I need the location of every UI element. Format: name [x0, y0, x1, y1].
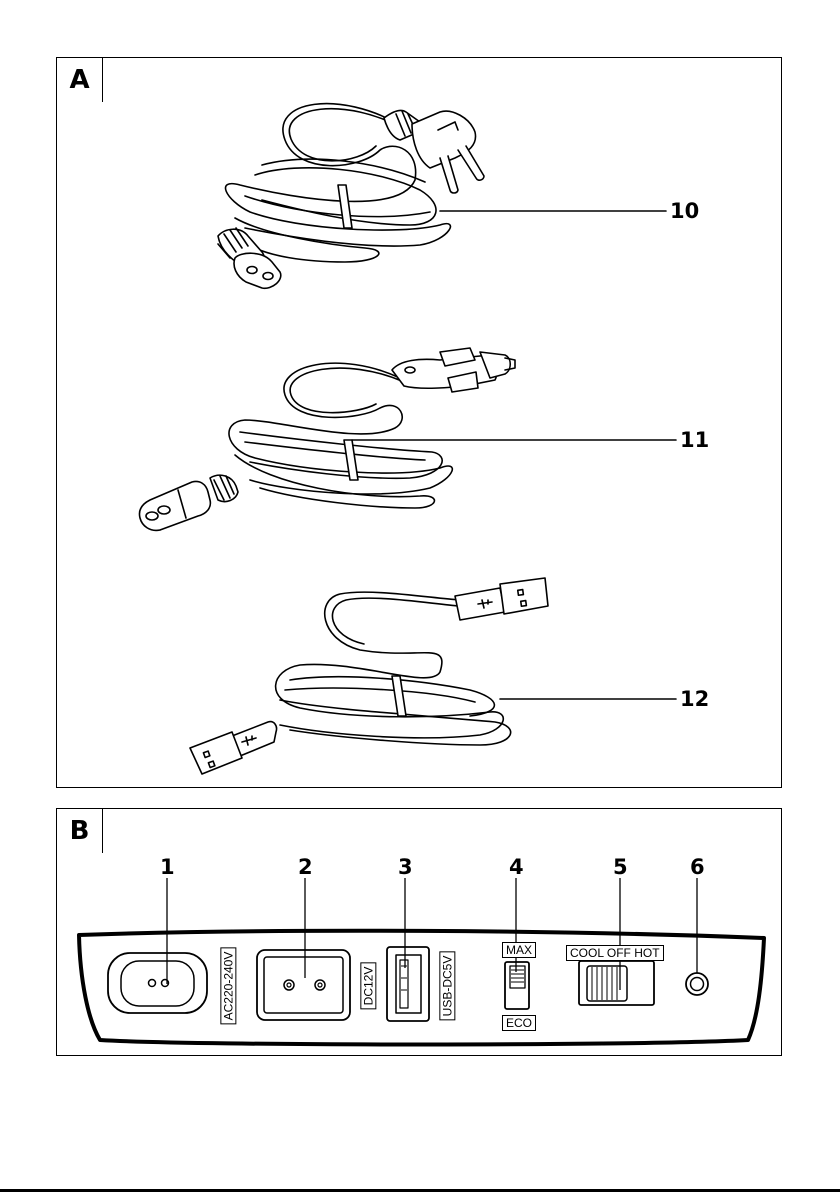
eco-max-switch — [505, 962, 529, 1009]
dc-voltage-label: DC12V — [360, 963, 376, 1010]
callout-2: 2 — [298, 857, 313, 878]
max-label: MAX — [502, 942, 536, 958]
usb-voltage-label: USB-DC5V — [439, 952, 455, 1021]
callout-3: 3 — [398, 857, 413, 878]
callout-1: 1 — [160, 857, 175, 878]
indicator-led — [686, 973, 708, 995]
callout-5: 5 — [613, 857, 628, 878]
ac-voltage-label: AC220-240V — [220, 948, 236, 1025]
usb-port — [387, 947, 429, 1021]
mode-label: COOL OFF HOT — [566, 945, 664, 961]
callout-6: 6 — [690, 857, 705, 878]
dc-socket — [257, 950, 350, 1020]
mode-switch — [579, 961, 654, 1005]
callout-4: 4 — [509, 857, 524, 878]
ac-socket — [108, 953, 207, 1013]
eco-label: ECO — [502, 1015, 536, 1031]
